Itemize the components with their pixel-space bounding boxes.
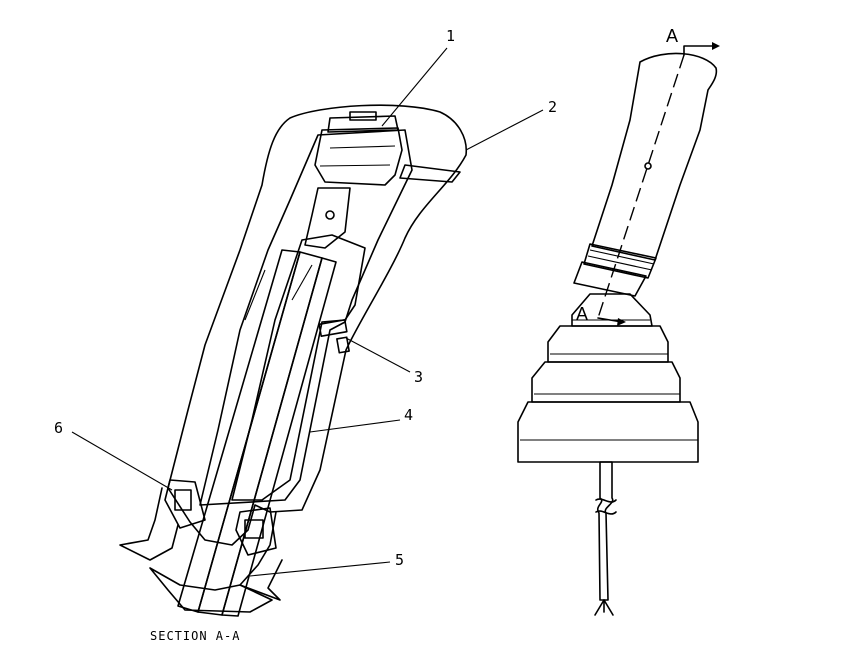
callouts: 1 2 3 4 5 6 [54, 27, 557, 577]
section-mark-top: A [666, 26, 678, 46]
collar [583, 243, 657, 279]
bellow-4 [517, 401, 699, 463]
grip [591, 52, 718, 261]
section-caption: SECTION A-A [150, 629, 240, 643]
callout-5: 5 [395, 551, 404, 569]
switch-body [314, 127, 403, 186]
neck [573, 261, 647, 297]
section-view [119, 104, 467, 617]
callout-1: 1 [446, 27, 455, 45]
section-mark-bottom: A [576, 304, 588, 324]
seal-right [235, 507, 277, 556]
side-insert [399, 164, 461, 183]
seal-left [164, 479, 206, 529]
set-screw [318, 319, 348, 337]
switch-stem [304, 187, 351, 249]
boot-right [239, 511, 283, 601]
callout-6: 6 [54, 419, 63, 437]
lower-shaft [597, 461, 614, 601]
switch-cap [327, 115, 399, 133]
boot-left [119, 487, 179, 561]
bellow-2 [547, 325, 669, 363]
section-line [597, 54, 685, 319]
handle-shell [167, 104, 467, 546]
base-cut [149, 567, 273, 613]
inner-sleeve [231, 234, 366, 501]
exterior-view: A A [517, 26, 720, 616]
shaft-outer [221, 257, 337, 617]
handle-cavity [199, 129, 413, 506]
bellow-3 [531, 361, 681, 403]
callout-2: 2 [548, 98, 557, 116]
callout-4: 4 [404, 406, 413, 424]
callout-3: 3 [414, 368, 423, 386]
